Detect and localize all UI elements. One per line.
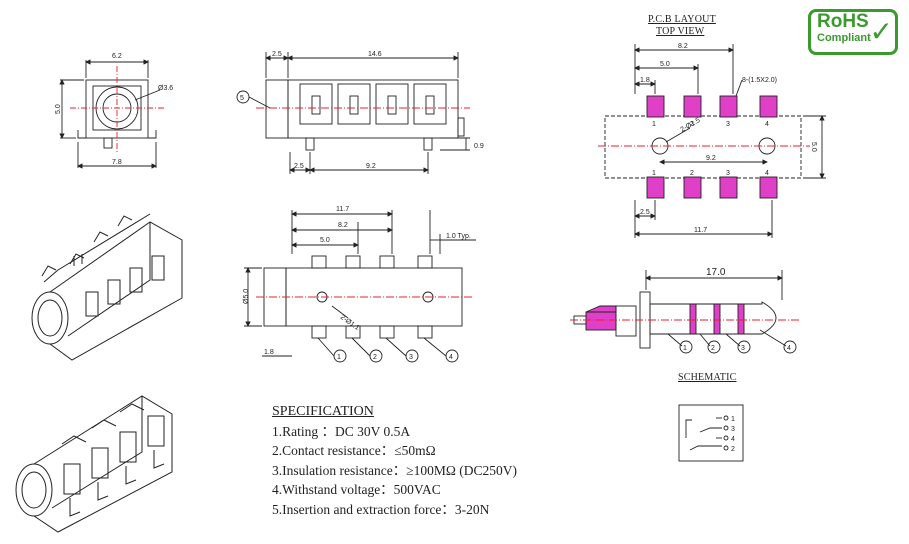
pcb-subtitle: TOP VIEW [656,26,705,37]
plug-length-label: 17.0 [706,267,726,278]
top-pin-1: 1 [337,354,341,361]
top-pin-width-label: 1.0 Typ. [446,233,471,240]
spec-item: 4.Withstand voltage：500VAC [272,482,441,497]
front-view [59,59,164,169]
plug-pin-4: 4 [787,345,791,352]
side-view [236,52,470,174]
pcb-dim-top: 8.2 [678,43,688,50]
top-holes-label: 2-Ø1.1 [339,314,361,332]
rohs-title: RoHS [817,11,869,32]
checkmark-icon: ✓ [869,16,893,47]
pcb-pad-top-3: 3 [726,121,730,128]
pcb-pad-bottom-3: 3 [726,170,730,177]
pcb-dim-holes: 9.2 [706,155,716,162]
pcb-pad-bottom-1: 1 [652,170,656,177]
schematic-pin-2: 2 [731,446,735,453]
side-pitch2-label: 9.2 [366,163,376,170]
plug-pin-1: 1 [683,345,687,352]
pcb-title: P.C.B LAYOUT [648,14,716,25]
top-pin-4: 4 [449,354,453,361]
top-length-label: 11.7 [336,206,349,213]
pcb-dim-left: 1.8 [640,77,650,84]
top-height-label: Ø5.0 [243,289,250,304]
spec-item: 2.Contact resistance：≤50mΩ [272,443,436,458]
top-pin-3: 3 [409,354,413,361]
pcb-dim-bottom: 11.7 [694,227,707,234]
pcb-pad-bottom-2: 2 [690,170,694,177]
plug-pin-2: 2 [711,345,715,352]
top-edge-label: 1.8 [264,349,274,356]
spec-item: 1.Rating ：DC 30V 0.5A [272,423,411,439]
front-base-label: 7.8 [112,159,122,166]
top-dim1-label: 8.2 [338,222,348,229]
rohs-badge: RoHS Compliant ✓ [808,9,898,55]
plug-drawing [570,270,800,354]
schematic-pin-4: 4 [731,436,735,443]
side-pitch1-label: 2.5 [294,163,304,170]
side-callout-label: 5 [240,95,244,102]
side-length-label: 14.6 [368,51,382,58]
front-height-label: 5.0 [55,104,62,114]
schematic-title: SCHEMATIC [678,372,737,383]
pcb-pad-top-1: 1 [652,121,656,128]
pcb-pad-bottom-4: 4 [765,170,769,177]
schematic-pin-3: 3 [731,426,735,433]
jack-isometric-top [31,213,183,361]
top-pin-2: 2 [373,354,377,361]
pcb-height-label: 5.0 [810,142,817,152]
spec-item: 5.Insertion and extraction force：3-20N [272,501,490,517]
pcb-dim-edge: 2.5 [640,209,650,216]
rohs-subtitle: Compliant [817,32,871,44]
schematic-diagram [678,404,744,462]
specification-title: SPECIFICATION [272,404,374,419]
top-dim2-label: 5.0 [320,237,330,244]
specification-block: SPECIFICATION 1.Rating ：DC 30V 0.5A 2.Co… [272,402,517,519]
pcb-pad-top-4: 4 [765,121,769,128]
jack-isometric-bottom [15,395,173,533]
pcb-layout [598,44,826,238]
top-view [244,210,476,363]
pcb-pad-top-2: 2 [690,121,694,128]
side-offset-label: 2.5 [272,51,282,58]
plug-pin-3: 3 [741,345,745,352]
pcb-dim-mid: 5.0 [660,61,670,68]
front-diameter-label: Ø3.6 [158,85,173,92]
pcb-pad-note: 8-(1.5X2.0) [742,77,777,84]
side-pin-label: 0.9 [474,143,484,150]
front-width-label: 6.2 [112,53,122,60]
spec-item: 3.Insulation resistance：≥100MΩ (DC250V) [272,462,518,478]
schematic-pin-1: 1 [731,416,735,423]
